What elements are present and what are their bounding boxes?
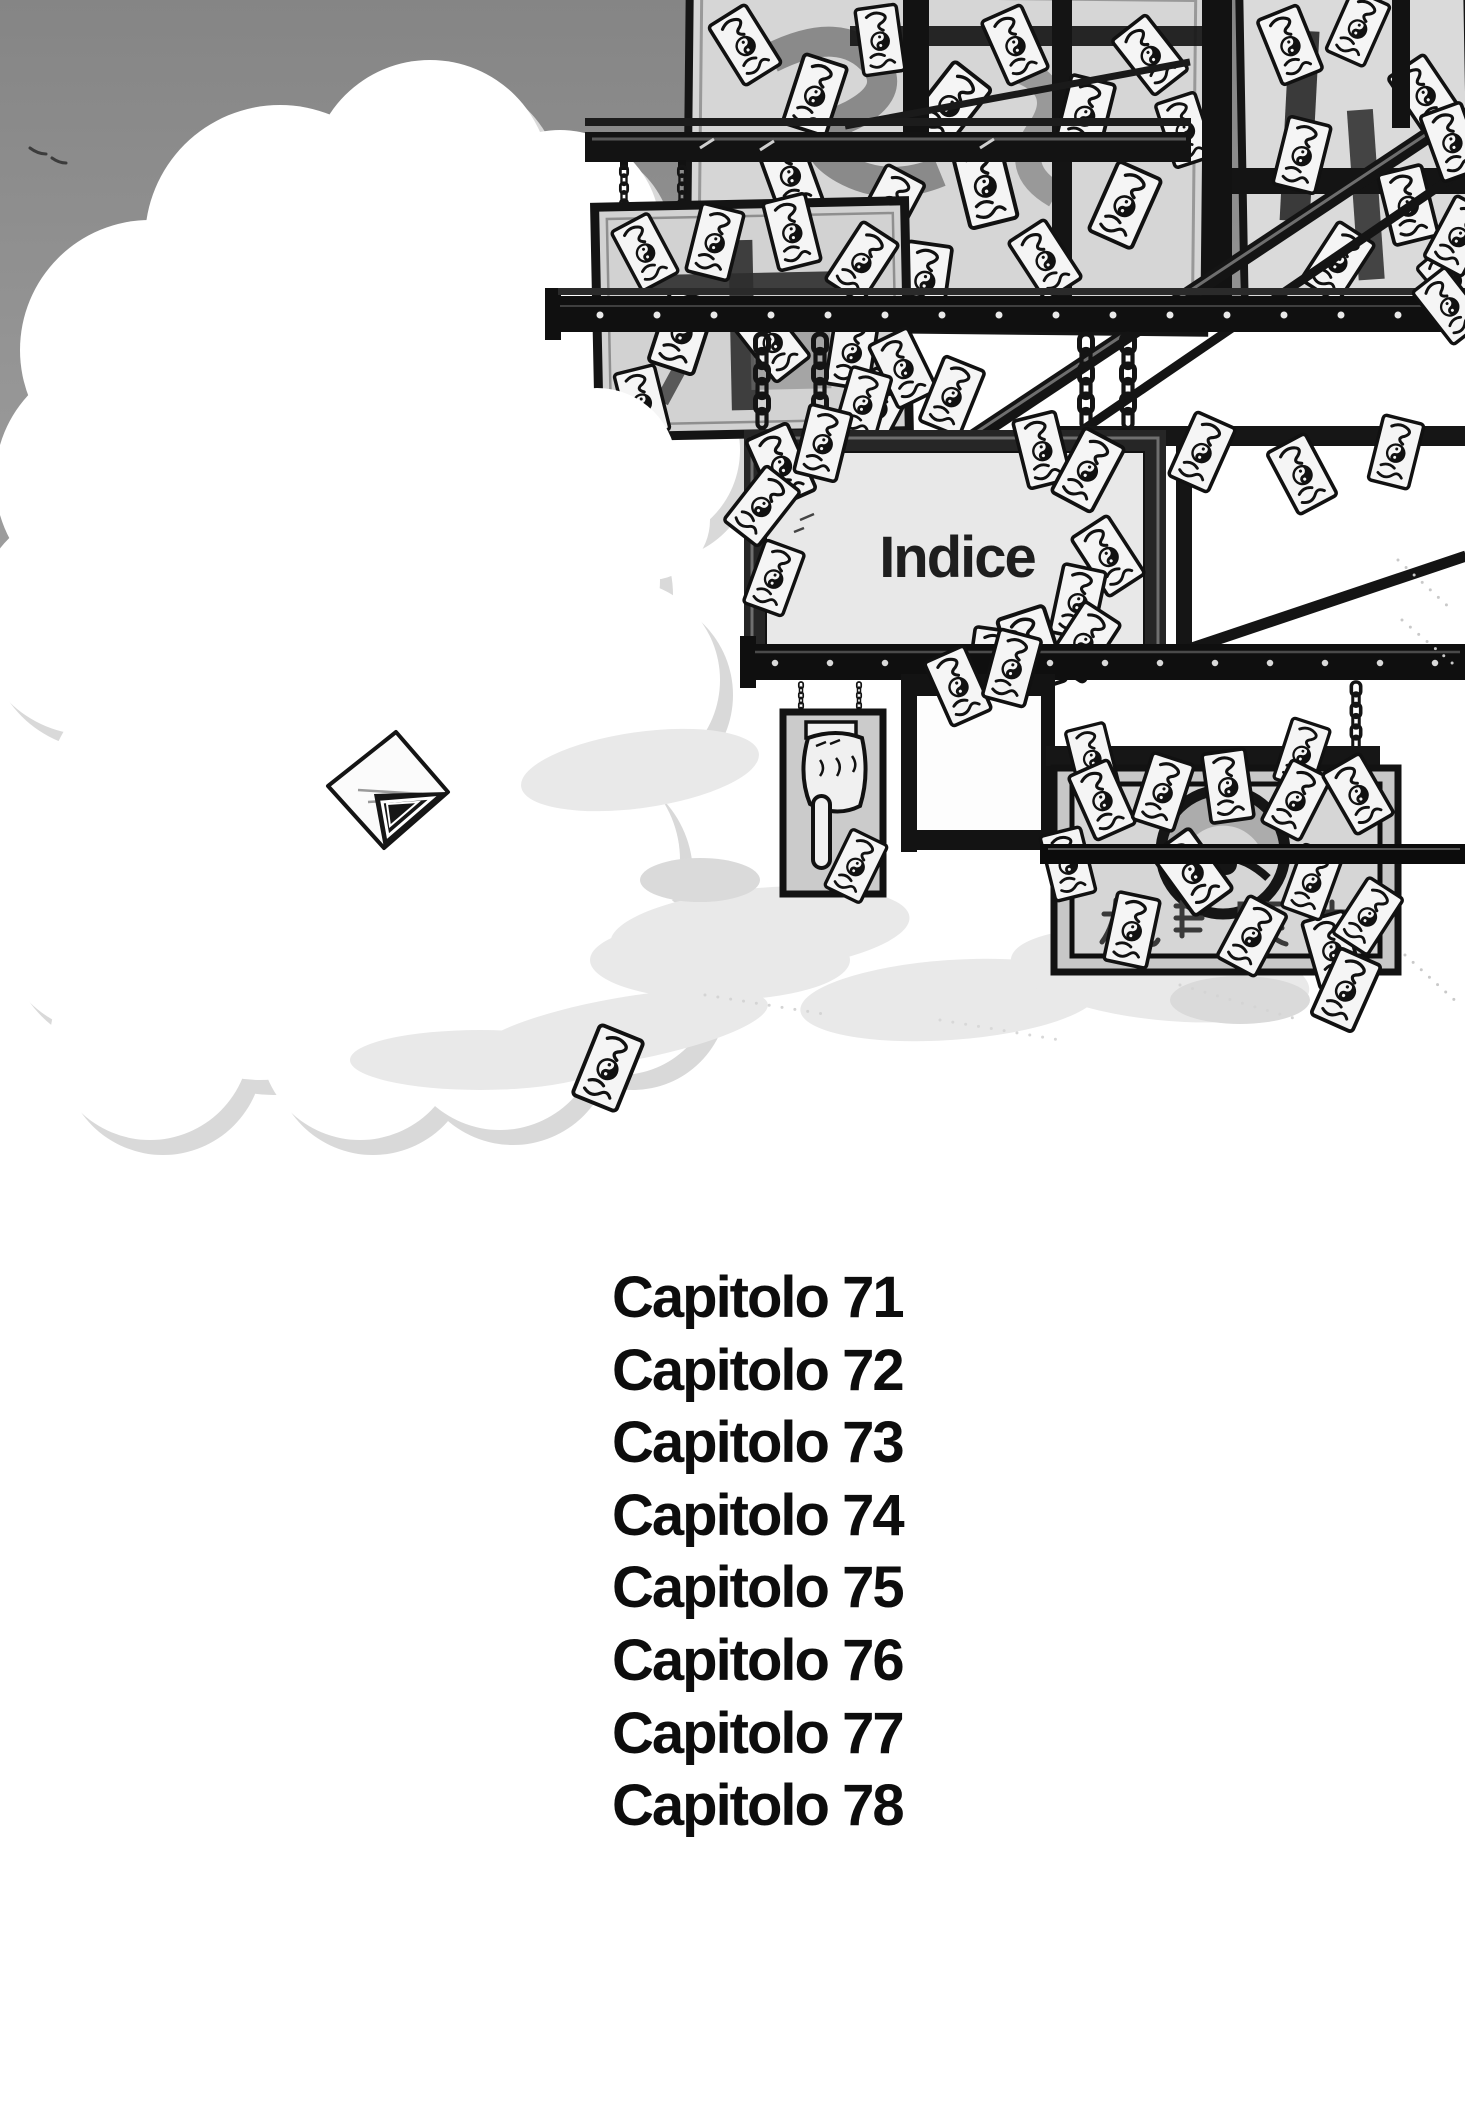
beam-front	[1040, 844, 1465, 864]
beam-riveted	[545, 288, 1465, 428]
beam-top	[585, 58, 1191, 221]
chapter-list-item: Capitolo 75	[612, 1555, 905, 1621]
chapter-list-item: Capitolo 71	[612, 1265, 905, 1330]
pointing-hand-icon	[801, 720, 868, 870]
chain-icon	[1122, 334, 1135, 428]
chapter-list-item: Capitolo 77	[612, 1700, 905, 1766]
pointing-hand-sign	[779, 708, 890, 906]
speckles	[703, 558, 1462, 1042]
index-sign-title: Indice	[879, 525, 1035, 590]
chain-icon	[1080, 334, 1093, 428]
chapter-list-item: Capitolo 74	[612, 1482, 905, 1548]
floating-origami	[326, 730, 450, 850]
chain-icon	[756, 334, 769, 428]
chapter-list-item: Capitolo 76	[612, 1627, 905, 1693]
chapter-list-item: Capitolo 78	[612, 1773, 905, 1839]
chain-icon	[1349, 680, 1363, 752]
beam-lower	[740, 636, 1465, 752]
chapter-list-item: Capitolo 72	[612, 1337, 905, 1403]
open-frame	[901, 626, 1055, 852]
chapter-list-item: Capitolo 73	[612, 1410, 905, 1476]
foreground-cloud-puff	[450, 388, 710, 635]
scaffold-posts	[903, 0, 1410, 314]
bird-marks	[28, 146, 68, 165]
header-illustration: Indice	[0, 0, 1465, 1155]
chapter-list: Capitolo 71 Capitolo 72 Capitolo 73 Capi…	[612, 1262, 905, 1843]
